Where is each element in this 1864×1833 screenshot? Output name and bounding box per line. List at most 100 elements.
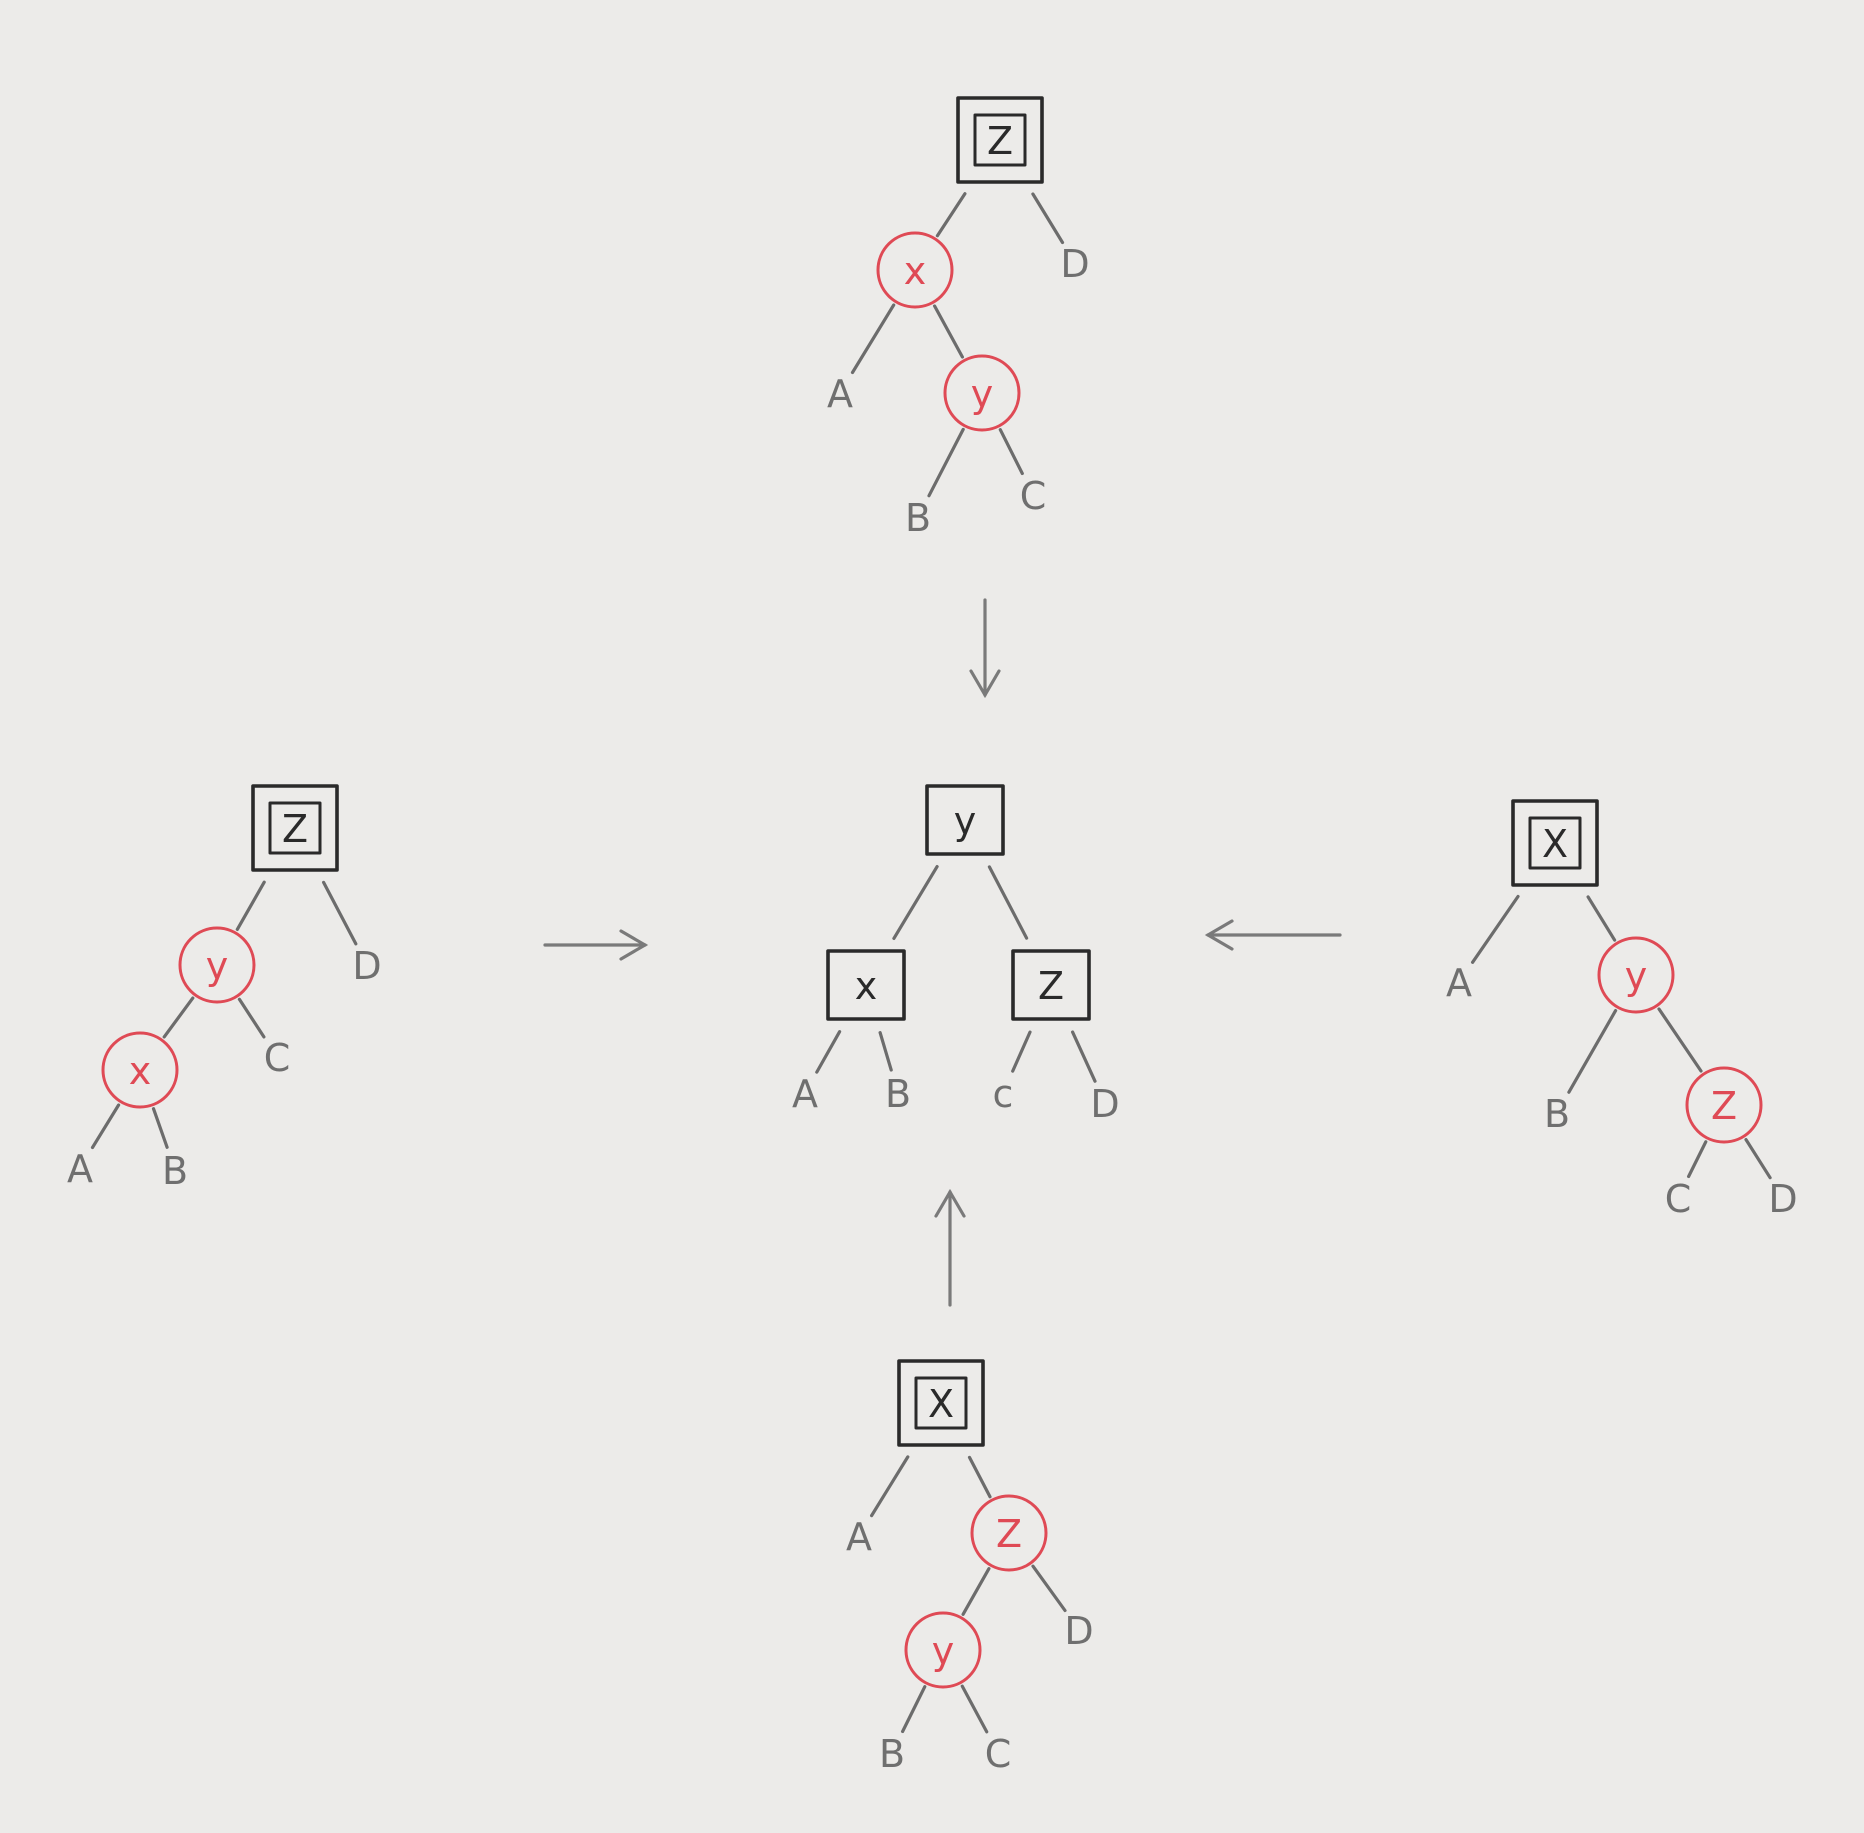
- edge-bottom-z-to-y: [961, 1567, 991, 1616]
- node-label: B: [879, 1732, 905, 1776]
- edge-center-y-to-x: [892, 864, 939, 941]
- black-node-x-box: x: [826, 949, 906, 1021]
- edge-top-y-to-b: [927, 427, 965, 498]
- node-inner-square: [914, 1376, 968, 1430]
- node-label: A: [792, 1072, 818, 1116]
- node-label: y: [954, 799, 977, 843]
- node-label: y: [206, 944, 229, 988]
- node-label: Z: [987, 119, 1013, 163]
- edge-right-y-to-z: [1657, 1007, 1703, 1073]
- node-label: Z: [282, 807, 308, 851]
- red-node-x: x: [876, 231, 954, 309]
- edges-layer: [90, 192, 1772, 1734]
- subtree-leaf-d: D: [1064, 1609, 1093, 1653]
- node-label: Z: [996, 1512, 1022, 1556]
- transform-arrow-right: [1204, 919, 1342, 951]
- subtree-leaf-b: B: [879, 1732, 905, 1776]
- edge-center-x-to-a: [815, 1030, 842, 1074]
- node-label: A: [67, 1147, 93, 1191]
- subtree-leaf-d: D: [1090, 1082, 1119, 1126]
- subtree-leaf-d: D: [352, 944, 381, 988]
- red-circle: [1597, 936, 1675, 1014]
- red-circle: [1685, 1066, 1763, 1144]
- node-label: X: [1542, 822, 1568, 866]
- red-node-y: y: [178, 926, 256, 1004]
- red-node-y: y: [1597, 936, 1675, 1014]
- edge-center-z-to-d: [1070, 1030, 1097, 1083]
- node-label: C: [264, 1036, 291, 1080]
- node-label: A: [1446, 961, 1472, 1005]
- node-label: x: [904, 249, 927, 293]
- arrow-head: [934, 1188, 966, 1218]
- red-node-z: Z: [970, 1494, 1048, 1572]
- node-label: D: [1768, 1177, 1797, 1221]
- node-outer-square: [1511, 799, 1599, 887]
- edge-bottom-x-to-z: [967, 1455, 992, 1499]
- subtree-leaf-c: C: [985, 1732, 1012, 1776]
- node-label: A: [846, 1515, 872, 1559]
- subtree-leaf-c: C: [1020, 474, 1047, 518]
- tree-bottom: X A Zy D B C: [846, 1359, 1094, 1776]
- node-label: D: [1064, 1609, 1093, 1653]
- arrows-layer: [543, 598, 1342, 1307]
- edge-top-x-to-y: [932, 304, 965, 359]
- transform-arrow-left: [543, 929, 649, 961]
- node-label: D: [1060, 242, 1089, 286]
- node-label: C: [1020, 474, 1047, 518]
- subtree-leaf-b: B: [905, 496, 931, 540]
- edge-left-x-to-b: [151, 1107, 169, 1149]
- edge-center-y-to-z: [987, 865, 1029, 940]
- node-square: [826, 949, 906, 1021]
- edge-top-y-to-c: [998, 428, 1024, 476]
- node-outer-square: [897, 1359, 985, 1447]
- red-circle: [943, 354, 1021, 432]
- edge-left-z-to-y: [235, 880, 266, 932]
- edge-left-z-to-d: [322, 880, 358, 946]
- edge-right-y-to-b: [1567, 1008, 1618, 1094]
- edge-left-y-to-x: [162, 996, 195, 1039]
- subtree-leaf-a: A: [846, 1515, 872, 1559]
- edge-top-x-to-a: [850, 303, 896, 375]
- arrow-head: [1204, 919, 1234, 951]
- tree-left: Zy Dx C A B: [67, 784, 382, 1193]
- node-inner-square: [973, 113, 1027, 167]
- edge-bottom-y-to-c: [960, 1684, 989, 1734]
- node-outer-square: [956, 96, 1044, 184]
- black-node-z-double-box: Z: [956, 96, 1044, 184]
- node-label: B: [162, 1149, 188, 1193]
- red-circle: [970, 1494, 1048, 1572]
- node-square: [1011, 949, 1091, 1021]
- red-node-x: x: [101, 1031, 179, 1109]
- edge-bottom-x-to-a: [869, 1455, 910, 1518]
- subtree-leaf-d: D: [1060, 242, 1089, 286]
- black-node-z-box: Z: [1011, 949, 1091, 1021]
- subtree-leaf-a: A: [792, 1072, 818, 1116]
- black-node-z-double-box: Z: [251, 784, 339, 872]
- node-outer-square: [251, 784, 339, 872]
- node-label: c: [993, 1072, 1014, 1116]
- node-label: A: [827, 372, 853, 416]
- transform-arrow-top: [969, 598, 1001, 699]
- red-node-y: y: [904, 1611, 982, 1689]
- black-node-y-box: y: [925, 784, 1005, 856]
- edge-left-y-to-c: [237, 997, 266, 1039]
- node-label: B: [1544, 1092, 1570, 1136]
- red-circle: [101, 1031, 179, 1109]
- red-circle: [876, 231, 954, 309]
- subtree-leaf-b: B: [1544, 1092, 1570, 1136]
- edge-top-z-to-d: [1031, 192, 1065, 245]
- node-label: x: [129, 1049, 152, 1093]
- node-label: X: [928, 1382, 954, 1426]
- edge-right-x-to-y: [1586, 895, 1617, 942]
- node-label: D: [352, 944, 381, 988]
- transform-arrow-bottom: [934, 1188, 966, 1307]
- red-node-y: y: [943, 354, 1021, 432]
- subtree-leaf-a: A: [67, 1147, 93, 1191]
- edge-right-z-to-d: [1744, 1137, 1772, 1180]
- edge-center-x-to-b: [878, 1030, 893, 1072]
- black-node-x-double-box: X: [897, 1359, 985, 1447]
